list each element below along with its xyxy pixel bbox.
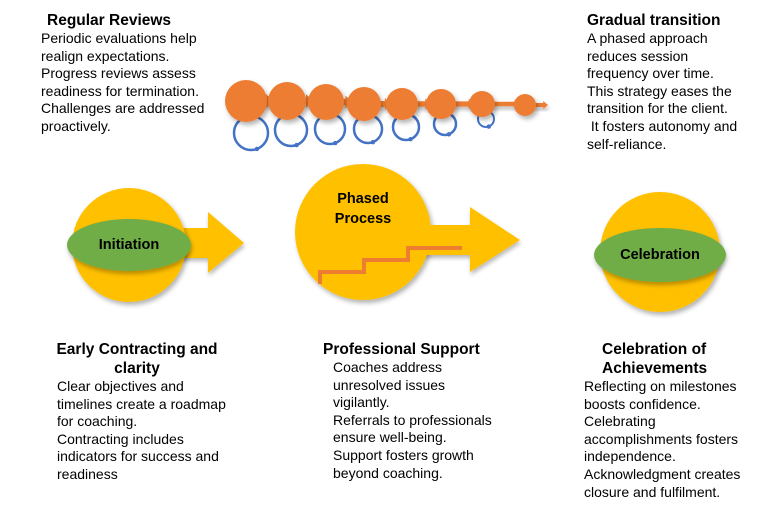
text-line: This strategy eases the bbox=[587, 82, 732, 99]
gradual-transition-block: Gradual transition A phased approach red… bbox=[587, 11, 737, 153]
text-line: Progress reviews assess bbox=[41, 65, 196, 82]
text-line: ensure well-being. bbox=[333, 429, 447, 446]
celebration-achievements-block: Celebration of Achievements Reflecting o… bbox=[584, 340, 740, 501]
early-contracting-text: Clear objectives and timelines create a … bbox=[49, 378, 226, 484]
celebration-achievements-text: Reflecting on milestones boosts confiden… bbox=[584, 378, 740, 501]
regular-reviews-block: Regular Reviews Periodic evaluations hel… bbox=[41, 11, 204, 136]
cycle-circle bbox=[268, 82, 306, 120]
text-line: Celebrating bbox=[584, 413, 656, 430]
text-line: Coaches address bbox=[333, 359, 442, 375]
phased-process-label: Phased Process bbox=[313, 189, 413, 229]
text-line: readiness for termination. bbox=[41, 82, 199, 99]
text-line: boosts confidence. bbox=[584, 395, 701, 412]
text-line: Reflecting on milestones bbox=[584, 378, 737, 394]
cycle-arrow bbox=[532, 101, 548, 109]
initiation-arrow bbox=[175, 212, 244, 273]
early-contracting-block: Early Contracting and clarity Clear obje… bbox=[49, 340, 226, 484]
text-line: for coaching. bbox=[57, 413, 138, 430]
shrinking-cycles-icon bbox=[225, 80, 548, 152]
phased-process-shape bbox=[295, 164, 520, 300]
cycle-circle bbox=[308, 84, 344, 120]
text-line: Support fosters growth bbox=[333, 446, 474, 463]
professional-support-block: Professional Support Coaches address unr… bbox=[323, 340, 492, 482]
gradual-transition-title: Gradual transition bbox=[587, 12, 721, 29]
celebration-shape bbox=[594, 192, 726, 312]
celebration-achievements-title-line2: Achievements bbox=[602, 360, 708, 377]
phased-process-circle bbox=[295, 164, 431, 300]
gradual-transition-text: A phased approach reduces session freque… bbox=[587, 30, 737, 153]
cycle-circle bbox=[347, 87, 381, 121]
text-line: It fosters autonomy and bbox=[587, 117, 738, 134]
cycle-arrow bbox=[452, 98, 475, 110]
early-contracting-title-line1: Early Contracting and bbox=[56, 341, 218, 358]
text-line: Periodic evaluations help bbox=[41, 30, 197, 46]
early-contracting-title: Early Contracting and clarity bbox=[49, 340, 225, 378]
regular-reviews-title: Regular Reviews bbox=[47, 12, 172, 29]
initiation-shape bbox=[67, 188, 244, 302]
professional-support-text: Coaches address unresolved issues vigila… bbox=[323, 359, 492, 482]
cycle-loop-arrowhead bbox=[486, 124, 491, 129]
initiation-label: Initiation bbox=[98, 237, 160, 253]
cycle-loop-arrowhead bbox=[333, 140, 338, 146]
celebration-label: Celebration bbox=[620, 247, 700, 263]
stairs-icon bbox=[318, 246, 462, 284]
cycle-arrow bbox=[491, 99, 520, 109]
text-line: Referrals to professionals bbox=[333, 411, 492, 428]
text-line: transition for the client. bbox=[587, 100, 728, 117]
celebration-ellipse bbox=[594, 228, 726, 282]
text-line: accomplishments fosters bbox=[584, 430, 739, 447]
cycle-circle bbox=[386, 88, 418, 120]
text-line: beyond coaching. bbox=[333, 464, 443, 481]
text-line: vigilantly. bbox=[333, 394, 390, 411]
regular-reviews-text: Periodic evaluations help realign expect… bbox=[41, 30, 204, 136]
cycle-circle bbox=[426, 89, 456, 119]
cycle-circle bbox=[225, 80, 267, 122]
text-line: realign expectations. bbox=[41, 47, 170, 64]
text-line: unresolved issues bbox=[333, 376, 446, 393]
text-line: frequency over time. bbox=[587, 65, 714, 82]
text-line: Contracting includes bbox=[57, 430, 184, 447]
text-line: proactively. bbox=[41, 117, 111, 134]
text-line: Acknowledgment creates bbox=[584, 465, 741, 482]
text-line: closure and fulfilment. bbox=[584, 483, 721, 500]
text-line: A phased approach bbox=[587, 30, 708, 46]
text-line: independence. bbox=[584, 448, 676, 465]
cycle-loop-arrowhead bbox=[294, 142, 299, 148]
phased-process-arrow-body bbox=[380, 225, 472, 255]
text-line: Clear objectives and bbox=[57, 378, 184, 394]
celebration-achievements-title-line1: Celebration of bbox=[602, 341, 707, 358]
professional-support-title: Professional Support bbox=[323, 341, 480, 358]
phased-process-label-line2: Process bbox=[334, 211, 392, 227]
celebration-achievements-title: Celebration of Achievements bbox=[584, 340, 740, 378]
cycle-loop-arrowhead bbox=[408, 137, 413, 142]
cycle-loop-arrowhead bbox=[370, 139, 376, 145]
cycle-loop-arrowhead bbox=[254, 146, 260, 152]
text-line: indicators for success and bbox=[57, 448, 219, 465]
text-line: timelines create a roadmap bbox=[57, 395, 226, 412]
text-line: readiness bbox=[57, 465, 118, 482]
phased-process-label-line1: Phased bbox=[337, 191, 389, 207]
text-line: Challenges are addressed bbox=[41, 100, 205, 117]
early-contracting-title-line2: clarity bbox=[114, 360, 160, 377]
text-line: reduces session bbox=[587, 47, 689, 64]
cycle-circle bbox=[469, 91, 495, 117]
cycle-circle bbox=[514, 94, 536, 116]
initiation-ellipse bbox=[67, 219, 191, 271]
text-line: self-reliance. bbox=[587, 135, 667, 152]
cycle-loop-arrowhead bbox=[446, 132, 452, 137]
